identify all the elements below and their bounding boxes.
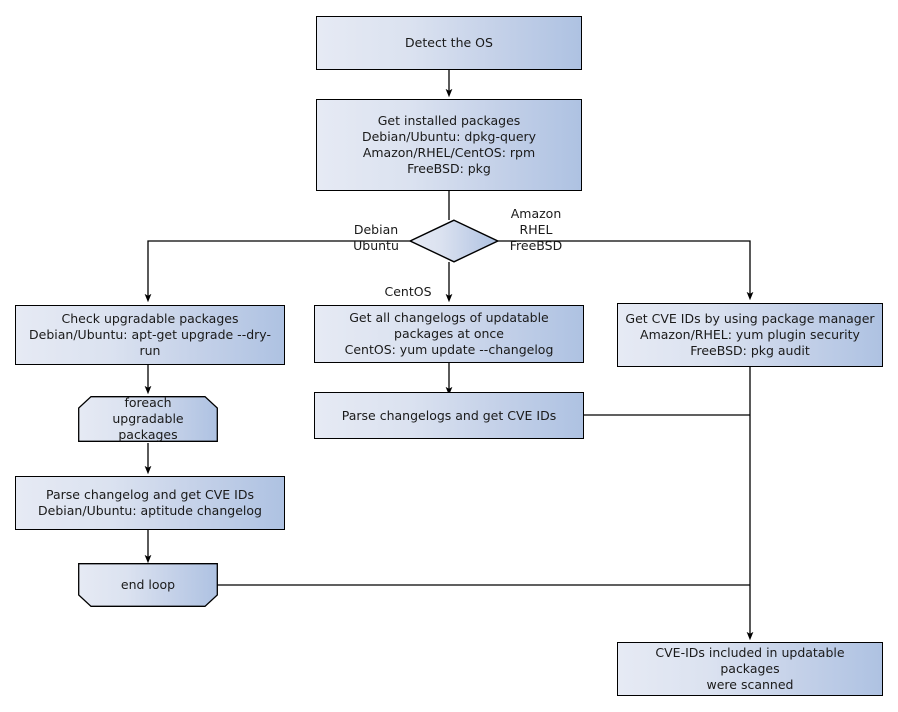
loop-end-shape [78,563,218,607]
node-end-loop-label: end loop [120,577,176,592]
loop-start-shape [78,396,218,442]
node-foreach-upgradable-packages[interactable]: foreach upgradable packages [78,395,218,442]
node-get-all-changelogs[interactable]: Get all changelogs of updatable packages… [314,305,584,363]
node-check-upgradable-packages[interactable]: Check upgradable packages Debian/Ubuntu:… [15,305,285,365]
node-end-loop[interactable]: end loop [78,563,218,607]
node-parse-changelog-get-cve-ids[interactable]: Parse changelog and get CVE IDs Debian/U… [15,476,285,530]
node-detect-os-label: Detect the OS [405,35,493,50]
node-get-cve-ids-package-manager-label: Get CVE IDs by using package manager Ama… [625,311,875,358]
node-get-all-changelogs-label: Get all changelogs of updatable packages… [344,310,554,357]
edge-label-debian-ubuntu: Debian Ubuntu [340,206,412,254]
node-get-installed-packages-label: Get installed packages Debian/Ubuntu: dp… [361,113,537,176]
node-parse-changelogs-get-cve-ids-label: Parse changelogs and get CVE IDs [341,407,557,423]
node-get-installed-packages[interactable]: Get installed packages Debian/Ubuntu: dp… [316,99,582,191]
edge-label-centos: CentOS [374,268,442,300]
node-parse-changelogs-get-cve-ids[interactable]: Parse changelogs and get CVE IDs [314,392,584,439]
edge-label-centos-text: CentOS [384,284,432,299]
edge-label-amazon-rhel-freebsd: Amazon RHEL FreeBSD [492,190,580,254]
diamond-shape [409,219,499,263]
edge-label-debian-ubuntu-text: Debian Ubuntu [353,222,399,253]
node-os-decision-label [448,239,460,243]
edge-label-amazon-rhel-freebsd-text: Amazon RHEL FreeBSD [509,206,563,253]
node-parse-changelog-get-cve-ids-label: Parse changelog and get CVE IDs Debian/U… [38,487,262,518]
node-foreach-upgradable-packages-label: foreach upgradable packages [112,395,184,442]
node-cve-ids-scanned-label: CVE-IDs included in updatable packages w… [655,645,845,692]
node-detect-os[interactable]: Detect the OS [316,16,582,70]
node-get-cve-ids-package-manager[interactable]: Get CVE IDs by using package manager Ama… [617,303,883,367]
node-check-upgradable-packages-label: Check upgradable packages Debian/Ubuntu:… [29,311,271,358]
node-cve-ids-scanned[interactable]: CVE-IDs included in updatable packages w… [617,642,883,696]
node-os-decision[interactable] [409,219,499,263]
